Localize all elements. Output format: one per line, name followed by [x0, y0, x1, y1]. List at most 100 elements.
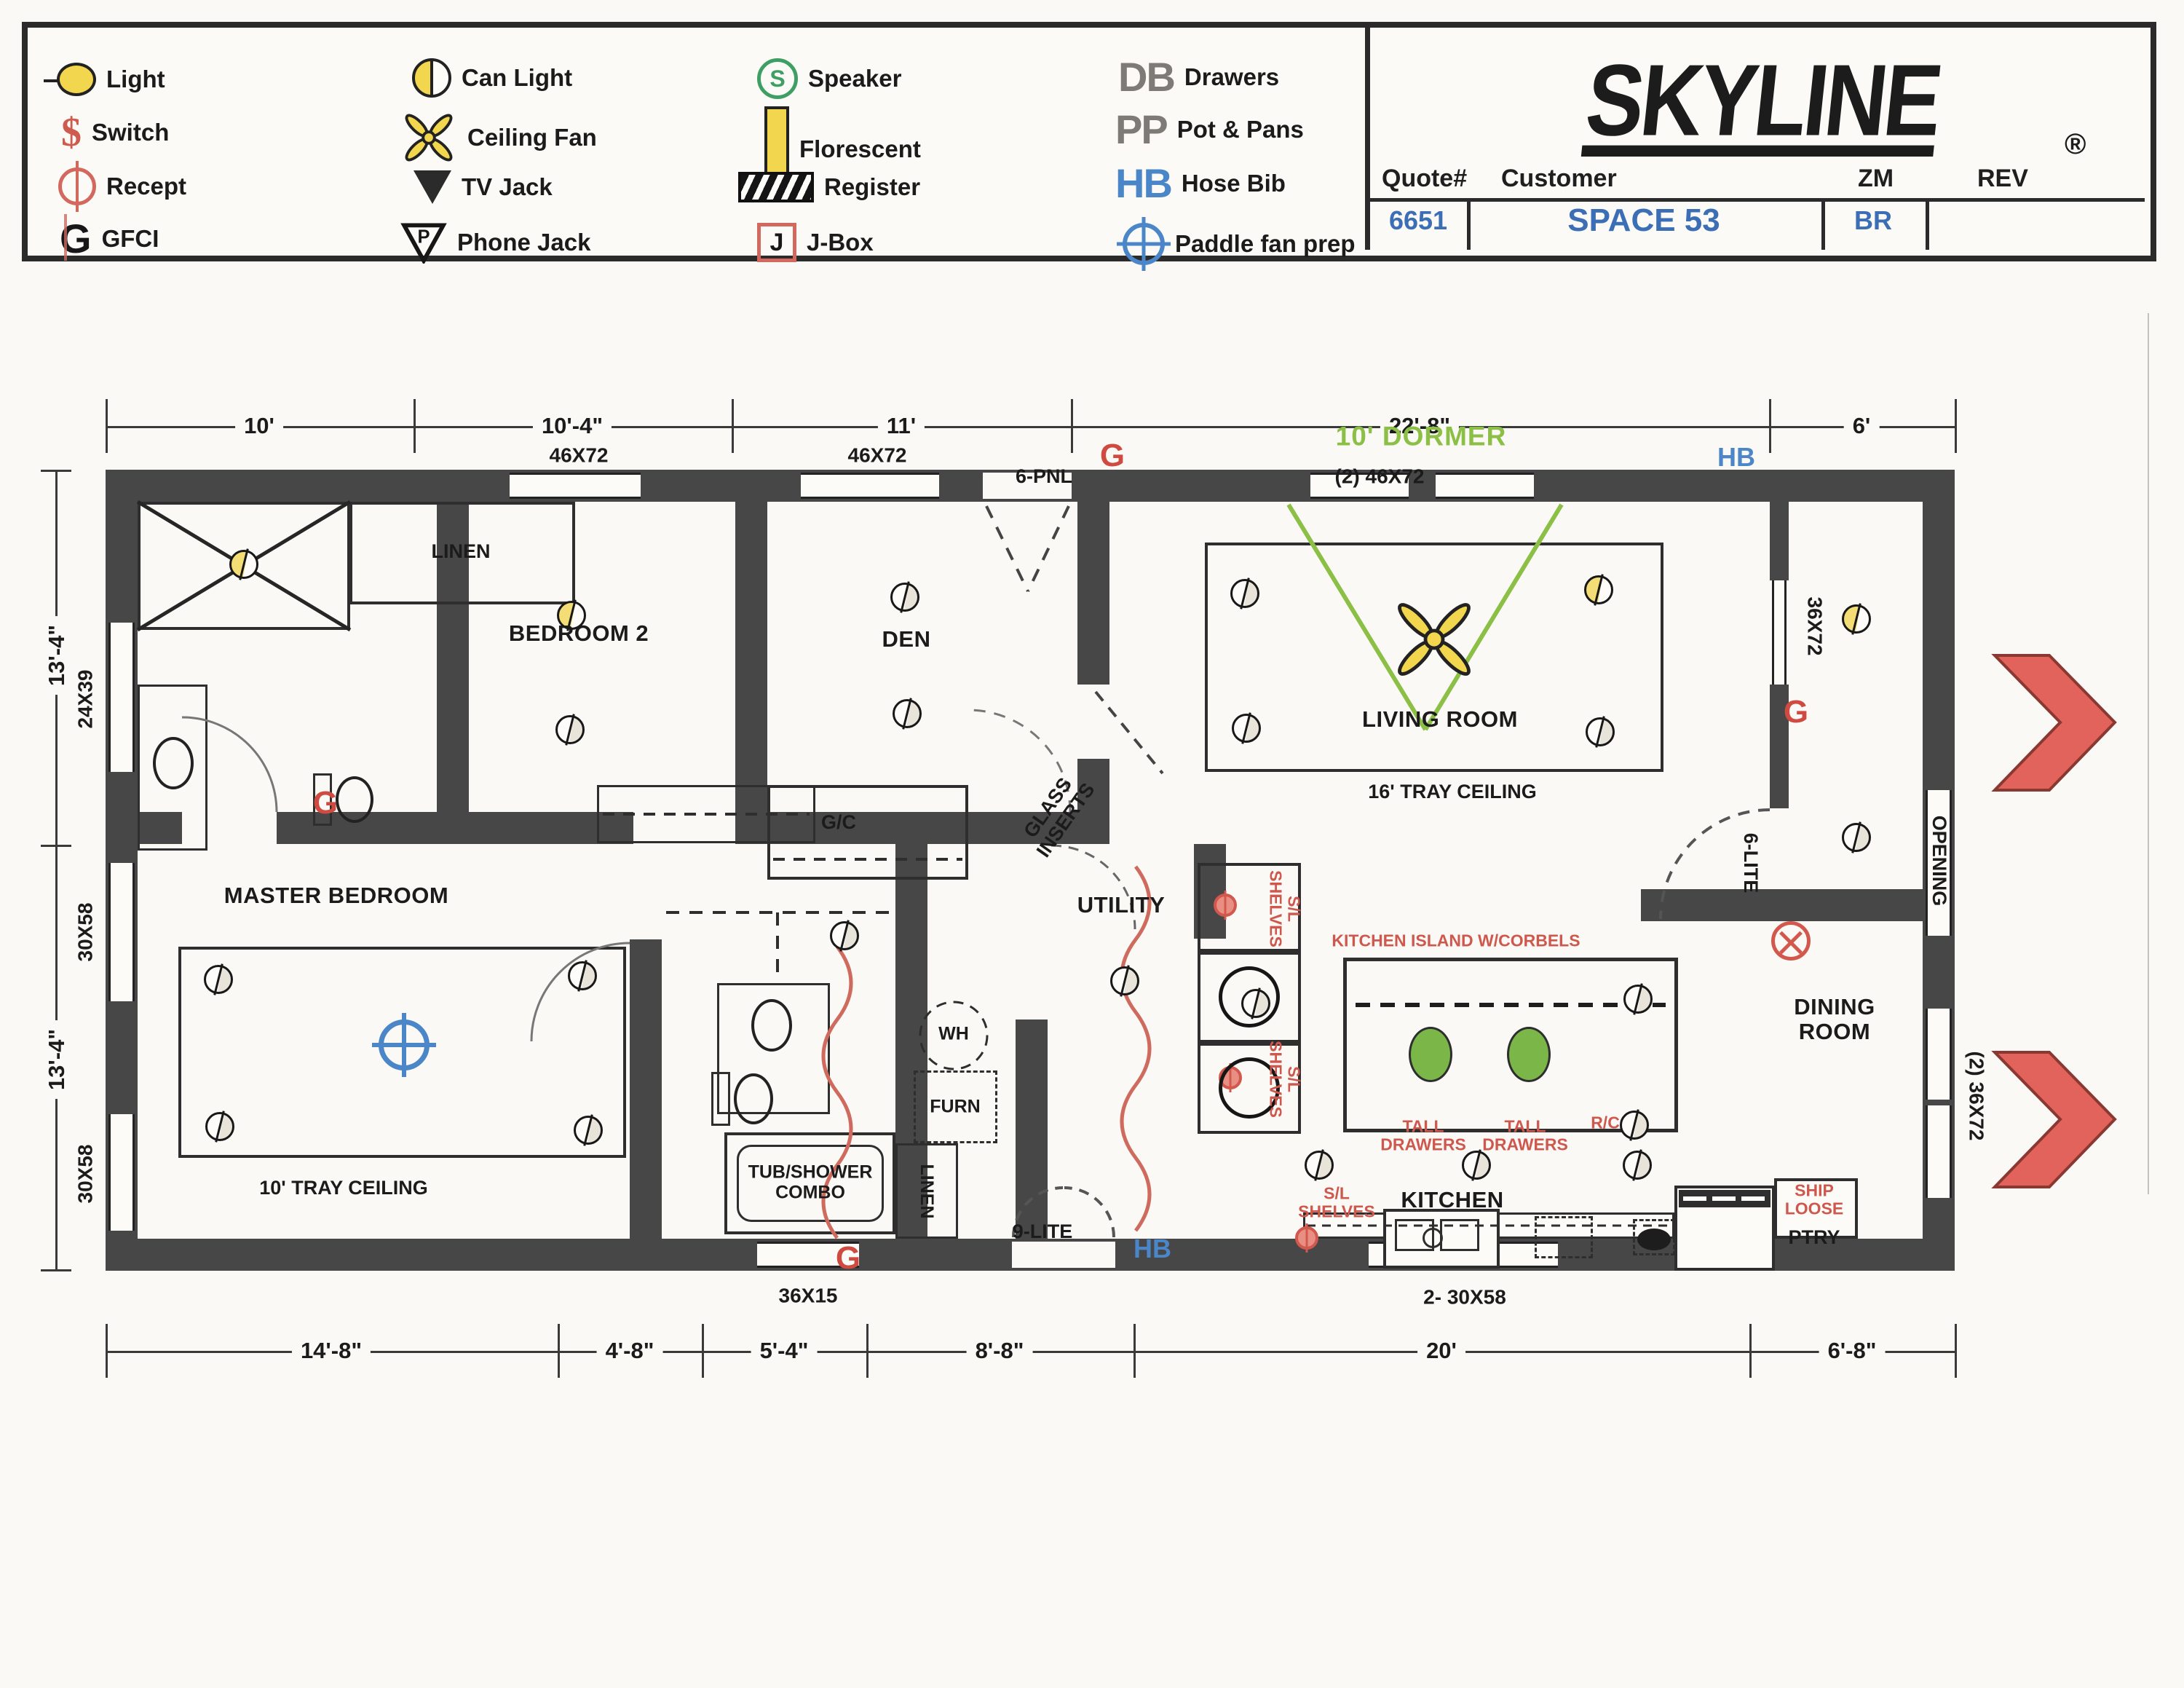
window-label: 36X15 — [778, 1284, 838, 1307]
legend-item-paddle-fan-prep: Paddle fan prep — [1123, 223, 1356, 265]
window — [1436, 473, 1534, 499]
can-light-icon — [1230, 577, 1259, 610]
dim-tick — [1071, 399, 1073, 453]
drawers-code-icon: DB — [1118, 54, 1176, 100]
scan-artifact-line — [2148, 313, 2149, 1194]
legend-item-can-light: Can Light — [412, 58, 572, 98]
island-label: KITCHEN ISLAND W/CORBELS — [1332, 931, 1580, 950]
window — [1926, 1009, 1952, 1100]
phone-jack-icon: P — [400, 221, 447, 264]
legend-item-gfci: G GFCI — [60, 214, 159, 261]
can-light-icon — [1623, 983, 1653, 1015]
dim-bot-6: 6'-8" — [1819, 1338, 1886, 1364]
quote-value: 6651 — [1388, 205, 1448, 235]
dishwasher — [1535, 1216, 1593, 1258]
tray-ceiling-10: 10' TRAY CEILING — [259, 1177, 428, 1199]
ceiling-jbox-light-icon — [1771, 921, 1811, 961]
legend-label: Light — [106, 66, 165, 92]
tub — [724, 1132, 895, 1234]
window — [510, 473, 641, 499]
legend-item-speaker: S Speaker — [757, 58, 901, 99]
window-label: (2) 46X72 — [1334, 465, 1425, 488]
dresser-closet — [597, 785, 815, 843]
window — [108, 863, 135, 1001]
rc-label: R/C — [1591, 1113, 1620, 1132]
shelves-label: S/L SHELVES — [1266, 1041, 1304, 1118]
legend-item-light: Light — [44, 63, 165, 96]
legend-item-ceiling-fan: Ceiling Fan — [400, 109, 597, 166]
tray-ceiling-outline — [178, 947, 626, 1158]
can-light-icon — [1584, 574, 1613, 606]
room-label-living: LIVING ROOM — [1362, 706, 1518, 732]
title-block-rule — [1370, 198, 2145, 202]
wall — [1641, 889, 1923, 921]
legend-item-j-box: J J-Box — [757, 223, 874, 262]
kitchen-island — [1343, 958, 1678, 1132]
dryer-icon — [1219, 1057, 1280, 1119]
legend-label: Paddle fan prep — [1175, 230, 1356, 257]
cabinet — [1633, 1219, 1675, 1255]
tv-jack-icon — [414, 170, 451, 204]
furnace-label: FURN — [930, 1096, 981, 1117]
ceiling-fan-icon — [1390, 596, 1478, 683]
dim-line-left — [55, 470, 58, 1271]
wall — [1770, 685, 1789, 808]
title-block-col-line — [1821, 198, 1825, 250]
dim-tick — [41, 1269, 71, 1271]
vanity — [717, 983, 830, 1114]
legend: Light $ Switch Recept G GFCI Can Light C… — [22, 22, 2156, 265]
shelves-label: S/L SHELVES — [1266, 870, 1304, 947]
legend-item-switch: $ Switch — [61, 112, 169, 153]
tall-drawers-label: TALL DRAWERS — [1380, 1116, 1466, 1154]
dormer-label: 10' DORMER — [1335, 421, 1507, 451]
dim-tick — [41, 845, 71, 847]
opening-label: OPENING — [1928, 815, 1950, 907]
window — [1926, 790, 1952, 936]
register-icon — [738, 172, 814, 202]
speaker-icon: S — [757, 58, 798, 99]
room-label-bedroom2: BEDROOM 2 — [508, 620, 649, 646]
legend-label: TV Jack — [462, 173, 553, 200]
washer-bay — [1198, 952, 1301, 1043]
range-recept-icon — [1637, 1228, 1671, 1250]
dim-left-1: 13'-4" — [44, 615, 70, 695]
wall — [1016, 1019, 1048, 1239]
ceiling-fan-icon — [400, 109, 457, 166]
dim-bot-5: 20' — [1417, 1338, 1465, 1364]
dim-tick — [1133, 1324, 1136, 1378]
dim-tick — [558, 1324, 560, 1378]
wall — [469, 812, 633, 844]
legend-label: Ceiling Fan — [467, 124, 597, 151]
legend-label: Can Light — [462, 64, 573, 91]
island-pendant — [1507, 1027, 1551, 1082]
gfci-label: G — [835, 1239, 861, 1276]
title-block-divider — [1365, 22, 1370, 250]
legend-label: GFCI — [101, 225, 159, 252]
legend-label: Phone Jack — [457, 229, 591, 256]
can-light-icon — [1232, 712, 1261, 744]
tall-drawers-label: TALL DRAWERS — [1482, 1116, 1568, 1154]
can-light-icon — [555, 714, 585, 746]
shower — [138, 502, 350, 630]
can-light-icon — [893, 698, 922, 730]
can-light-icon — [557, 599, 586, 631]
zm-value: BR — [1854, 205, 1892, 235]
room-label-utility: UTILITY — [1077, 891, 1166, 918]
paddle-fan-prep-icon — [372, 1013, 436, 1077]
tub-shower-label: TUB/SHOWER COMBO — [748, 1162, 873, 1202]
can-light-icon — [412, 58, 451, 98]
hose-bib-label: HB — [1133, 1234, 1171, 1264]
window-label: 46X72 — [549, 443, 609, 467]
water-heater-label: WH — [938, 1023, 969, 1044]
utility-cabinet — [1198, 863, 1301, 952]
island-pendant — [1409, 1027, 1452, 1082]
tray-ceiling-16: 16' TRAY CEILING — [1368, 781, 1537, 803]
shelves-label: S/L SHELVES — [1298, 1183, 1375, 1221]
faucet — [1423, 1228, 1443, 1248]
gfci-icon: G — [60, 214, 92, 261]
dim-top-4: 22'-8" — [1380, 413, 1460, 439]
gfci-label: G — [1099, 437, 1125, 473]
can-light-icon — [568, 960, 597, 992]
